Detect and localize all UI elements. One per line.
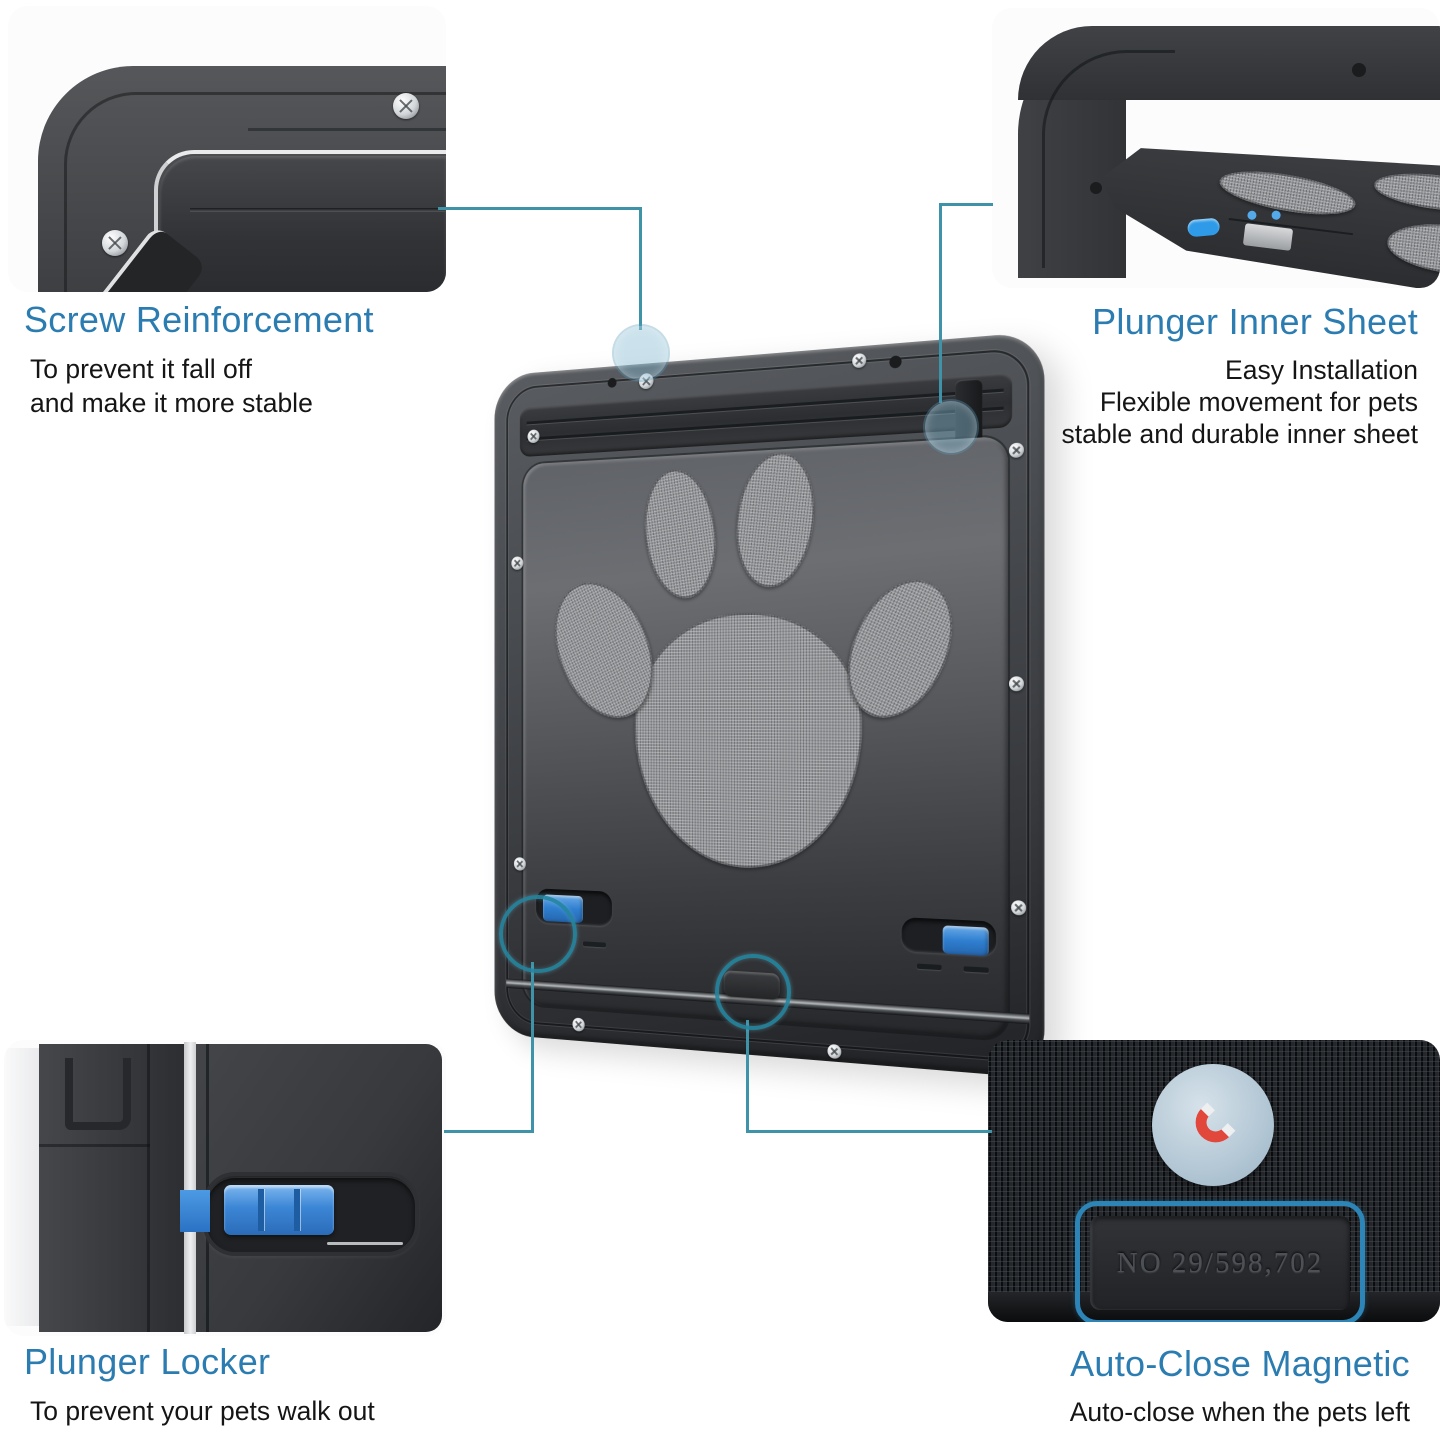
callout-title: Plunger Inner Sheet [1061,300,1418,344]
slider-ridge [258,1189,264,1231]
highlight-circle-screw [614,326,668,380]
inset-photo-screw-reinforcement [8,6,446,292]
callout-screw-reinforcement: Screw Reinforcement To prevent it fall o… [24,298,374,420]
inset-photo-plunger-inner-sheet [992,8,1440,288]
panel-groove [147,1044,150,1332]
door-edge-panel [39,1044,184,1332]
callout-line-locker-v [531,962,534,1133]
highlight-circle-plunger [925,401,977,453]
door-screw [1009,676,1024,691]
callout-line-screw-h [438,207,642,210]
highlight-ring-magnetic-tab [715,954,791,1030]
callout-line-screw-v [639,207,642,330]
sheet-mesh-slot [1372,168,1440,218]
magnet-icon [1172,1084,1254,1166]
frame-groove-line [248,128,446,131]
callout-title: Screw Reinforcement [24,298,374,342]
reinforcement-screw [102,230,128,256]
callout-text-line: Easy Installation [1061,354,1418,386]
slider-ridge [294,1189,300,1231]
screw-hole [1352,63,1366,77]
plunger-pin [1247,210,1257,220]
inset-photo-auto-close-magnetic: NO 29/598,702 [988,1040,1440,1322]
sheet-mesh-slot [1384,218,1440,281]
callout-text-line: To prevent it fall off [30,352,374,386]
inset-photo-plunger-locker [4,1040,446,1336]
highlight-ring-locker [499,895,577,973]
callout-line-magnetic-h [746,1130,992,1133]
locker-slider [224,1185,334,1235]
door-screw [572,1017,584,1031]
door-gap [184,1042,196,1334]
callout-plunger-inner-sheet: Plunger Inner Sheet Easy Installation Fl… [1061,300,1418,450]
label-plate-highlight: NO 29/598,702 [1075,1201,1365,1322]
callout-text-line: To prevent your pets walk out [30,1394,375,1428]
right-latch-slider [943,925,989,956]
door-screw [1011,900,1026,916]
door-screw [827,1044,841,1059]
callout-title: Plunger Locker [24,1340,375,1384]
callout-line-plunger-v [939,203,942,403]
door-screw [514,857,526,871]
sheet-mesh-slot [1216,163,1358,222]
callout-text-line: stable and durable inner sheet [1061,418,1418,450]
reinforcement-screw [393,93,419,119]
callout-title: Auto-Close Magnetic [1070,1342,1410,1386]
callout-line-plunger-h [939,203,993,206]
panel-groove [39,1144,150,1147]
callout-text-line: Auto-close when the pets left [1070,1396,1410,1428]
frame-corner [38,66,446,292]
callout-line-magnetic-v [746,1020,749,1133]
label-plate-text: NO 29/598,702 [1117,1247,1323,1280]
screw-hole [1090,182,1102,194]
plunger-tip [1187,218,1220,238]
callout-line-locker-h [444,1130,534,1133]
callout-plunger-locker: Plunger Locker To prevent your pets walk… [24,1340,375,1428]
panel-notch [65,1058,131,1130]
photo-background [4,1048,40,1326]
plunger-pin [1271,210,1281,220]
screen-panel [160,156,446,292]
locker-bolt [180,1190,210,1232]
callout-auto-close-magnetic: Auto-Close Magnetic Auto-close when the … [1070,1342,1410,1428]
callout-text-line: and make it more stable [30,386,374,420]
callout-text-line: Flexible movement for pets [1061,386,1418,418]
panel-groove-line [190,208,446,212]
label-plate: NO 29/598,702 [1090,1216,1350,1310]
magnet-badge [1152,1064,1274,1186]
